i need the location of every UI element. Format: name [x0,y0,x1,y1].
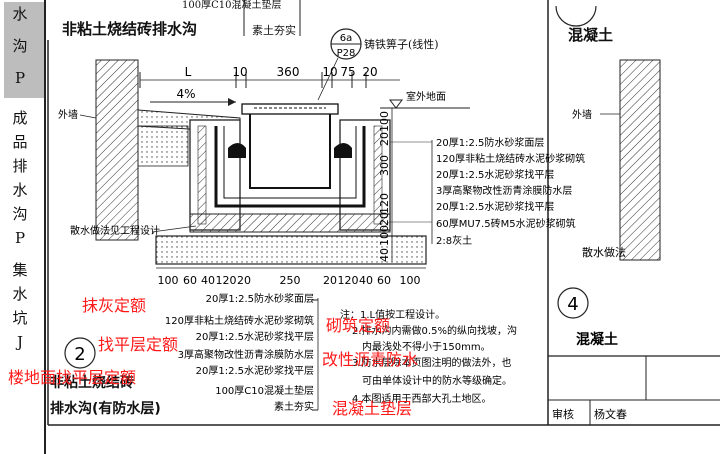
layer-right: 60厚MU7.5砖M5水泥砂浆砌筑 [436,217,576,230]
wall-left-label: 外墙 [58,108,78,121]
apron-right-label: 散水做法 [582,245,626,259]
side-char: 品 [12,133,28,151]
overlay-concrete-cushion: 混凝土垫层 [332,399,413,418]
overlay-plaster-quota: 抹灰定额 [82,296,147,315]
side-char: 水 [12,285,28,303]
side-char: P [14,69,26,87]
side-char: 坑 [12,309,28,327]
detail-4-bubble [557,287,589,319]
side-char: 水 [12,5,28,23]
layer-left: 20厚1:2.5水泥砂浆找平层 [196,330,314,343]
dim-right: 100 [378,111,391,132]
sign-label: 审核 [552,407,574,421]
wall-right-label: 外墙 [572,108,592,121]
callout-num: 6a [340,33,353,44]
dim-right: 100 [378,225,391,246]
dim-bottom: 100 [158,274,179,287]
note-line: 2.排水沟内需做0.5%的纵向找坡，沟 [352,324,517,337]
title-right: 混凝土 [568,26,614,44]
dim-top: 10 [322,65,337,79]
detail-2-title-2: 排水沟(有防水层) [50,401,161,417]
detail-2-num: 2 [74,344,85,365]
side-char: 成 [12,109,28,127]
layer-right: 20厚1:2.5防水砂浆面层 [436,136,544,149]
outdoor-label: 室外地面 [406,90,446,103]
dim-top: 20 [362,65,377,79]
note-line: 可由单体设计中的防水等级确定。 [362,374,512,387]
layer-right: 20厚1:2.5水泥砂浆找平层 [436,168,554,181]
layer-left: 3厚高聚物改性沥青涂膜防水层 [178,348,314,361]
side-char: J [16,333,23,351]
note-line: 注：1.L值按工程设计。 [340,308,445,321]
dim-right: 120 [378,193,391,214]
dim-top: L [185,65,192,79]
layer-left: 20厚1:2.5水泥砂浆找平层 [196,364,314,377]
side-strip: 水 沟 P 成 品 排 水 沟 P 集 水 坑 J [0,0,46,454]
sign-name: 杨文春 [594,407,627,421]
layer-left: 120厚非粘土烧结砖水泥砂浆砌筑 [165,314,314,327]
detail-2-bubble [64,337,96,369]
dim-bottom: 250 [280,274,301,287]
dim-bottom: 20 [237,274,251,287]
layer-left: 100厚C10混凝土垫层 [215,384,314,397]
detail-2-title-1: 非粘土烧结砖 [50,375,134,391]
overlay-modified-bitumen: 改性沥青防水 [322,350,419,369]
title-left: 非粘土烧结砖排水沟 [62,20,198,38]
detail-4-num: 4 [567,294,578,315]
dim-bottom: 20 [323,274,337,287]
sub-label: 素土夯实 [252,24,296,37]
side-char: 集 [12,261,28,279]
dim-top: 360 [277,65,300,79]
grate-label: 铸铁箅子(线性) [364,38,439,51]
slope-label: 4% [176,87,195,101]
dim-right: 300 [378,155,391,176]
dim-top: 75 [340,65,355,79]
dim-right: 40 [378,248,391,262]
callout-page: P28 [337,48,356,59]
side-char: 沟 [12,205,28,223]
dim-bottom: 40 [201,274,215,287]
layer-right: 120厚非粘土烧结砖水泥砂浆砌筑 [436,152,585,165]
dim-bottom: 100 [400,274,421,287]
dim-bottom: 40 [359,274,373,287]
layer-right: 3厚高聚物改性沥青涂膜防水层 [436,184,572,197]
apron-note: 散水做法见工程设计 [70,224,160,237]
side-char: 沟 [12,37,28,55]
layer-left: 素土夯实 [274,400,314,413]
side-char: 排 [12,157,28,175]
top-cut-text: 100厚C10混凝土垫层 [182,0,282,11]
detail-4-title: 混凝土 [576,331,618,348]
overlay-leveling-quota: 找平层定额 [98,335,179,354]
layer-left: 20厚1:2.5防水砂浆面层 [206,292,314,305]
note-line: 4.本图适用于西部大孔土地区。 [352,392,492,405]
dim-bottom: 60 [377,274,391,287]
overlay-masonry-quota: 砌筑定额 [326,316,391,335]
side-char: P [14,229,26,247]
dim-bottom: 60 [183,274,197,287]
dim-bottom: 120 [216,274,237,287]
dim-right: 20 [378,212,391,226]
layer-right: 2:8灰土 [436,234,472,247]
overlay-floor-leveling-quota: 楼地面找平层定额 [8,368,137,387]
side-char: 水 [12,181,28,199]
dim-top: 10 [232,65,247,79]
side-strip-highlight [4,2,44,98]
dim-right: 20 [378,132,391,146]
dim-bottom: 120 [338,274,359,287]
note-line: 3.防水层除本页图注明的做法外，也 [352,356,512,369]
note-line: 内最浅处不得小于150mm。 [362,340,491,353]
layer-right: 20厚1:2.5水泥砂浆找平层 [436,200,554,213]
